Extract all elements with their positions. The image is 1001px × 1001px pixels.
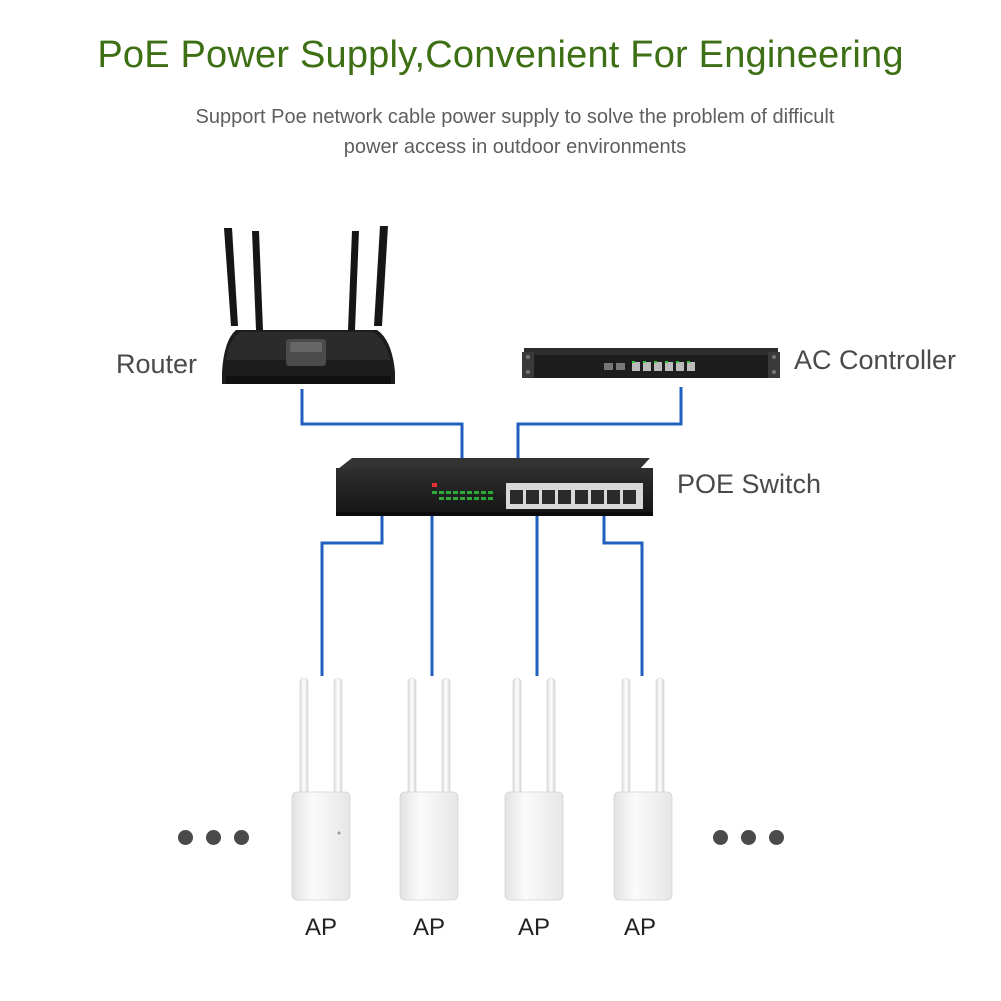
ac-controller-label: AC Controller xyxy=(794,345,957,375)
poe-switch-label: POE Switch xyxy=(677,469,822,499)
ap-label-4: AP xyxy=(623,914,656,941)
access-point-3-icon xyxy=(504,677,564,901)
ap-label-3: AP xyxy=(517,914,550,941)
subtitle-line-2: power access in outdoor environments xyxy=(343,136,687,158)
access-point-2-icon xyxy=(399,677,459,901)
subtitle-line-1: Support Poe network cable power supply t… xyxy=(195,106,835,128)
ap-label-1: AP xyxy=(304,914,337,941)
access-point-1-icon xyxy=(291,677,351,901)
router-label: Router xyxy=(116,349,198,379)
cable-router-to-switch xyxy=(300,389,464,458)
status-leds xyxy=(432,491,493,500)
cables xyxy=(300,387,683,676)
router-icon xyxy=(222,226,395,384)
page-subtitle: Support Poe network cable power supply t… xyxy=(130,102,900,162)
cable-switch-to-ap-4 xyxy=(602,513,644,676)
ac-controller-icon xyxy=(522,348,780,378)
page-title: PoE Power Supply,Convenient For Engineer… xyxy=(97,34,904,76)
ap-label-2: AP xyxy=(412,914,445,941)
ellipsis-left-icon xyxy=(178,828,258,848)
ethernet-ports xyxy=(510,490,636,504)
cable-switch-to-ap-1 xyxy=(320,513,384,676)
poe-switch-icon xyxy=(336,458,653,516)
access-point-4-icon xyxy=(613,677,673,901)
ellipsis-right-icon xyxy=(713,828,793,848)
cable-controller-to-switch xyxy=(516,387,683,458)
